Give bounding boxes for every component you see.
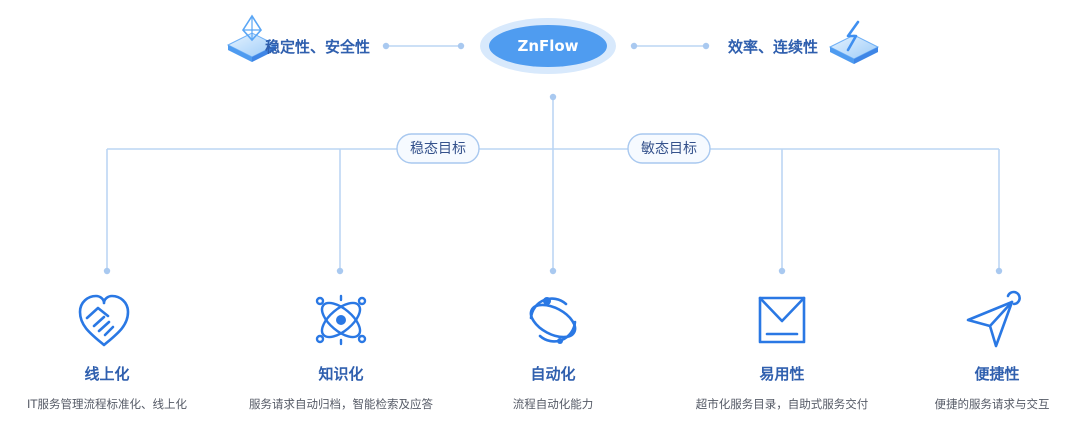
connector-lines bbox=[106, 45, 1000, 271]
dot bbox=[778, 267, 786, 275]
lightning-layer-icon bbox=[828, 20, 880, 64]
paper-plane-icon bbox=[966, 290, 1021, 348]
feature-title-knowledge: 知识化 bbox=[318, 365, 363, 383]
feature-title-automation: 自动化 bbox=[530, 365, 575, 383]
goal-pill-steady-bg bbox=[396, 133, 480, 164]
feature-desc-knowledge: 服务请求自动归档，智能检索及应答 bbox=[249, 397, 433, 411]
handshake-heart-icon bbox=[78, 294, 130, 347]
dot bbox=[995, 267, 1003, 275]
orbit-cycle-icon bbox=[529, 297, 577, 344]
feature-desc-usability: 超市化服务目录，自助式服务交付 bbox=[696, 397, 869, 411]
center-node-label: ZnFlow bbox=[517, 37, 578, 55]
connector-dots bbox=[103, 42, 1003, 275]
feature-title-online: 线上化 bbox=[84, 365, 129, 383]
dot bbox=[382, 42, 390, 50]
top-left-node: 稳定性、安全性 bbox=[226, 14, 370, 62]
feature-title-convenience: 便捷性 bbox=[974, 365, 1019, 383]
dot bbox=[549, 93, 557, 101]
goal-pill-agile-label: 敏态目标 bbox=[641, 141, 697, 157]
goal-pill-agile-bg bbox=[627, 133, 711, 164]
feature-titles: 线上化 知识化 自动化 易用性 便捷性 bbox=[84, 365, 1019, 383]
center-node: ZnFlow bbox=[480, 18, 616, 74]
dot bbox=[336, 267, 344, 275]
atom-network-icon bbox=[315, 294, 367, 346]
top-right-node: 效率、连续性 bbox=[728, 20, 880, 64]
top-left-label: 稳定性、安全性 bbox=[265, 38, 370, 56]
dot bbox=[549, 267, 557, 275]
feature-desc-convenience: 便捷的服务请求与交互 bbox=[935, 397, 1050, 411]
feature-title-usability: 易用性 bbox=[759, 365, 804, 383]
dot bbox=[630, 42, 638, 50]
feature-desc-online: IT服务管理流程标准化、线上化 bbox=[27, 397, 187, 411]
dot bbox=[103, 267, 111, 275]
goal-pill-steady: 稳态目标 bbox=[396, 133, 480, 164]
goal-pill-steady-label: 稳态目标 bbox=[410, 141, 466, 157]
goal-pill-agile: 敏态目标 bbox=[627, 133, 711, 164]
dot bbox=[457, 42, 465, 50]
top-right-label: 效率、连续性 bbox=[728, 38, 818, 56]
feature-desc-automation: 流程自动化能力 bbox=[513, 397, 594, 411]
dot bbox=[702, 42, 710, 50]
feature-descriptions: IT服务管理流程标准化、线上化 服务请求自动归档，智能检索及应答 流程自动化能力… bbox=[27, 397, 1049, 411]
inbox-tray-icon bbox=[758, 296, 806, 344]
crystal-layer-icon bbox=[226, 14, 278, 62]
center-node-core bbox=[489, 25, 607, 67]
